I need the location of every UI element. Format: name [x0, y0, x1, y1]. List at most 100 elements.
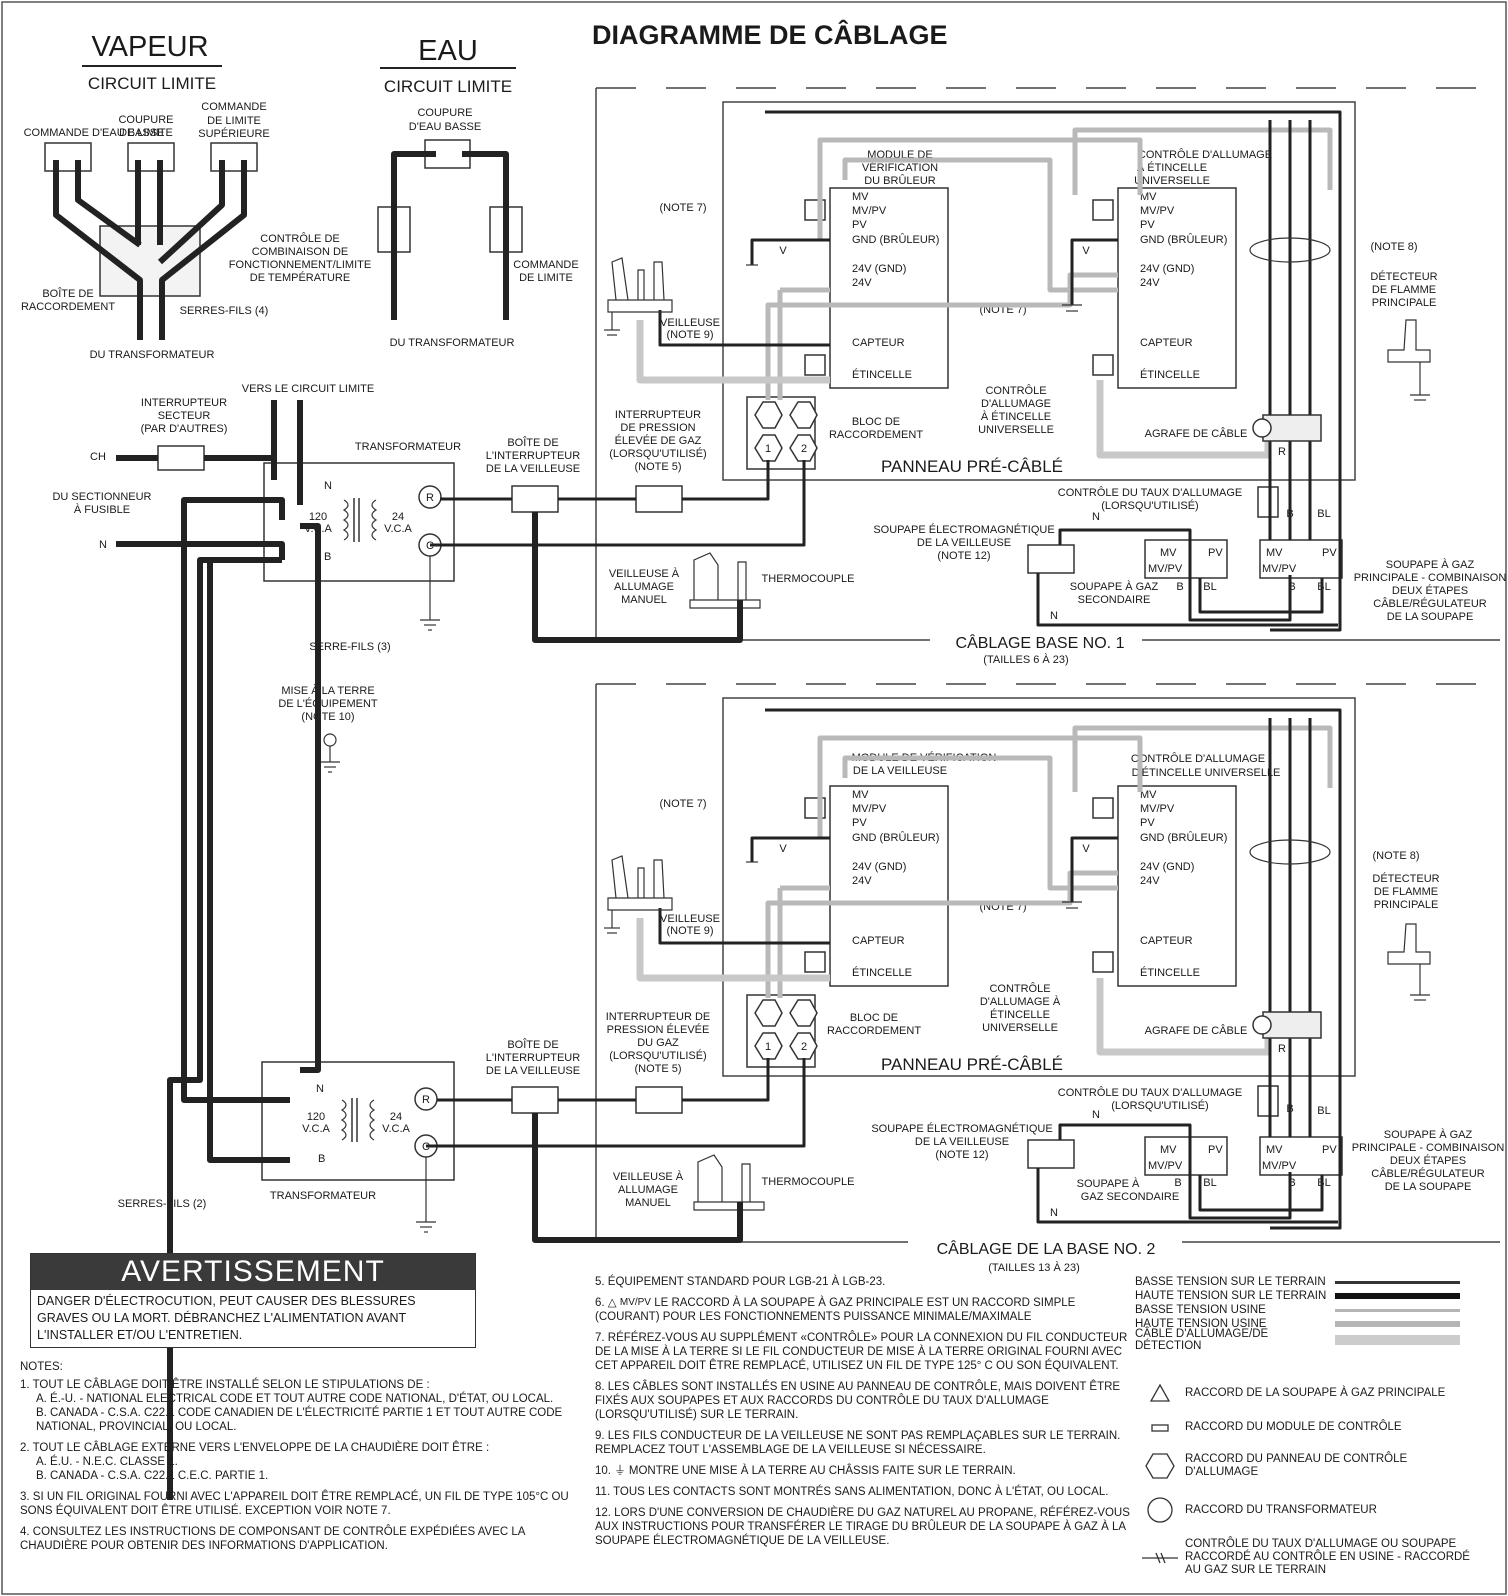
svg-text:GND (BRÛLEUR): GND (BRÛLEUR): [1140, 831, 1227, 844]
note-1: 1. TOUT LE CÂBLAGE DOIT ÊTRE INSTALLÉ SE…: [20, 1379, 563, 1433]
svg-text:DE LIMITE: DE LIMITE: [207, 115, 261, 127]
svg-text:ÉTINCELLE: ÉTINCELLE: [1140, 966, 1200, 979]
svg-text:MISE À LA TERRE: MISE À LA TERRE: [281, 684, 374, 697]
warning-box: AVERTISSEMENT DANGER D'ÉLECTROCUTION, PE…: [30, 1253, 476, 1348]
svg-text:DE L'ÉQUIPEMENT: DE L'ÉQUIPEMENT: [278, 697, 378, 710]
svg-text:24V: 24V: [1140, 277, 1160, 289]
hexagon-icon: [1135, 1452, 1185, 1480]
svg-text:24V (GND): 24V (GND): [852, 263, 906, 275]
vapeur-title: VAPEUR: [91, 31, 208, 63]
svg-text:DE LA VEILLEUSE: DE LA VEILLEUSE: [915, 1136, 1009, 1148]
circle-icon: [1135, 1496, 1185, 1524]
legend-line: HAUTE TENSION SUR LE TERRAIN: [1135, 1289, 1505, 1303]
diagram-title: DIAGRAMME DE CÂBLAGE: [592, 19, 948, 50]
svg-text:DU SECTIONNEUR: DU SECTIONNEUR: [52, 491, 151, 503]
notes-left: NOTES: 1. TOUT LE CÂBLAGE DOIT ÊTRE INST…: [20, 1360, 590, 1560]
svg-text:CAPTEUR: CAPTEUR: [852, 337, 905, 349]
svg-text:24V (GND): 24V (GND): [1140, 861, 1194, 873]
base-1-label: CÂBLAGE BASE NO. 1: [956, 633, 1125, 652]
svg-text:24V: 24V: [852, 277, 872, 289]
svg-text:DÉTECTEUR: DÉTECTEUR: [1372, 872, 1439, 885]
svg-text:B: B: [1174, 1177, 1181, 1189]
svg-text:VEILLEUSE À: VEILLEUSE À: [613, 1170, 684, 1183]
legend-symbol: RACCORD DU PANNEAU DE CONTRÔLE D'ALLUMAG…: [1135, 1452, 1505, 1480]
svg-text:2: 2: [801, 443, 807, 455]
svg-text:B: B: [1288, 1177, 1295, 1189]
svg-text:PRESSION ÉLEVÉE: PRESSION ÉLEVÉE: [607, 1023, 710, 1036]
svg-text:(NOTE 5): (NOTE 5): [634, 461, 681, 473]
legend-line: BASSE TENSION SUR LE TERRAIN: [1135, 1275, 1505, 1289]
legend-symbol: RACCORD DE LA SOUPAPE À GAZ PRINCIPALE: [1135, 1383, 1505, 1403]
svg-text:DU TRANSFORMATEUR: DU TRANSFORMATEUR: [90, 349, 215, 361]
svg-text:(NOTE 7): (NOTE 7): [659, 202, 706, 214]
svg-text:ÉTINCELLE: ÉTINCELLE: [1140, 368, 1200, 381]
svg-text:RACCORDEMENT: RACCORDEMENT: [829, 429, 923, 441]
svg-text:BL: BL: [1317, 1177, 1330, 1189]
svg-text:DE LIMITE: DE LIMITE: [119, 127, 173, 139]
svg-text:CIRCUIT LIMITE: CIRCUIT LIMITE: [384, 77, 512, 96]
svg-text:(LORSQU'UTILISÉ): (LORSQU'UTILISÉ): [609, 447, 706, 460]
note-8: 8. LES CÂBLES SONT INSTALLÉS EN USINE AU…: [595, 1381, 1121, 1421]
svg-text:PRINCIPALE: PRINCIPALE: [1372, 297, 1437, 309]
svg-text:INTERRUPTEUR: INTERRUPTEUR: [615, 409, 701, 421]
svg-text:COMMANDE D'EAU BASSE: COMMANDE D'EAU BASSE: [24, 127, 165, 139]
svg-text:COUPURE: COUPURE: [417, 107, 472, 119]
svg-text:V: V: [1082, 843, 1090, 855]
svg-text:PV: PV: [1140, 817, 1155, 829]
svg-text:COMMANDE: COMMANDE: [513, 259, 578, 271]
svg-text:ALLUMAGE: ALLUMAGE: [614, 581, 674, 593]
svg-text:ÉTINCELLE: ÉTINCELLE: [990, 1008, 1050, 1021]
svg-text:INTERRUPTEUR: INTERRUPTEUR: [141, 397, 227, 409]
svg-text:DU BRÛLEUR: DU BRÛLEUR: [864, 174, 936, 187]
svg-text:CÂBLE/RÉGULATEUR: CÂBLE/RÉGULATEUR: [1373, 597, 1487, 610]
note-11: 11. TOUS LES CONTACTS SONT MONTRÉS SANS …: [595, 1486, 1109, 1498]
svg-text:SERRES-FILS (2): SERRES-FILS (2): [118, 1198, 207, 1210]
field-connection-icon: [1135, 1551, 1185, 1565]
svg-text:PV: PV: [1322, 547, 1337, 559]
svg-text:BL: BL: [1203, 581, 1216, 593]
svg-text:DE LA VEILLEUSE: DE LA VEILLEUSE: [917, 537, 1011, 549]
svg-text:PV: PV: [1322, 1144, 1337, 1156]
svg-text:R: R: [426, 492, 434, 504]
legend-line: HAUTE TENSION USINE: [1135, 1317, 1505, 1331]
svg-text:CH: CH: [90, 451, 106, 463]
svg-text:V.C.A: V.C.A: [302, 1123, 330, 1135]
svg-text:DE TEMPÉRATURE: DE TEMPÉRATURE: [250, 271, 350, 284]
svg-text:R: R: [1278, 1043, 1286, 1055]
svg-text:N: N: [1050, 1207, 1058, 1219]
legend-swatch: [1335, 1335, 1460, 1345]
svg-text:DE LIMITE: DE LIMITE: [519, 272, 573, 284]
svg-text:120: 120: [309, 511, 327, 523]
svg-text:PRINCIPALE: PRINCIPALE: [1374, 899, 1439, 911]
svg-text:ÉTINCELLE: ÉTINCELLE: [852, 966, 912, 979]
svg-text:RACCORDEMENT: RACCORDEMENT: [21, 301, 115, 313]
svg-text:BOÎTE DE: BOÎTE DE: [42, 287, 93, 300]
svg-text:B: B: [1176, 581, 1183, 593]
svg-text:DEUX ÉTAPES: DEUX ÉTAPES: [1392, 584, 1468, 597]
svg-text:GND (BRÛLEUR): GND (BRÛLEUR): [852, 831, 939, 844]
svg-text:MV: MV: [1266, 547, 1283, 559]
svg-text:(NOTE 5): (NOTE 5): [634, 1063, 681, 1075]
supply-section: VERS LE CIRCUIT LIMITE INTERRUPTEUR SECT…: [52, 383, 461, 1500]
note-4: 4. CONSULTEZ LES INSTRUCTIONS DE COMPONS…: [20, 1526, 525, 1552]
svg-text:R: R: [422, 1094, 430, 1106]
svg-text:N: N: [99, 539, 107, 551]
svg-text:B: B: [318, 1153, 325, 1165]
vapeur-section: VAPEUR CIRCUIT LIMITE COMMANDE COUPURE D…: [21, 31, 371, 361]
svg-text:MV/PV: MV/PV: [1262, 1160, 1297, 1172]
svg-text:(NOTE 8): (NOTE 8): [1370, 241, 1417, 253]
svg-text:24V (GND): 24V (GND): [852, 861, 906, 873]
svg-text:DE LA VEILLEUSE: DE LA VEILLEUSE: [486, 1065, 580, 1077]
note-6: 6. △ MV/PV LE RACCORD À LA SOUPAPE À GAZ…: [595, 1297, 1076, 1323]
eau-title: EAU: [418, 35, 478, 67]
svg-text:À ÉTINCELLE: À ÉTINCELLE: [981, 410, 1051, 423]
svg-text:DE LA SOUPAPE: DE LA SOUPAPE: [1385, 1181, 1472, 1193]
svg-text:D'ALLUMAGE À: D'ALLUMAGE À: [980, 995, 1061, 1008]
legend-symbol: RACCORD DU MODULE DE CONTRÔLE: [1135, 1421, 1505, 1434]
svg-text:SECTEUR: SECTEUR: [158, 410, 211, 422]
svg-text:COMMANDE: COMMANDE: [201, 101, 266, 113]
svg-text:MV/PV: MV/PV: [1140, 803, 1175, 815]
svg-text:GND (BRÛLEUR): GND (BRÛLEUR): [1140, 233, 1227, 246]
svg-text:PV: PV: [1140, 219, 1155, 231]
svg-text:SOUPAPE À GAZ: SOUPAPE À GAZ: [1070, 580, 1159, 593]
